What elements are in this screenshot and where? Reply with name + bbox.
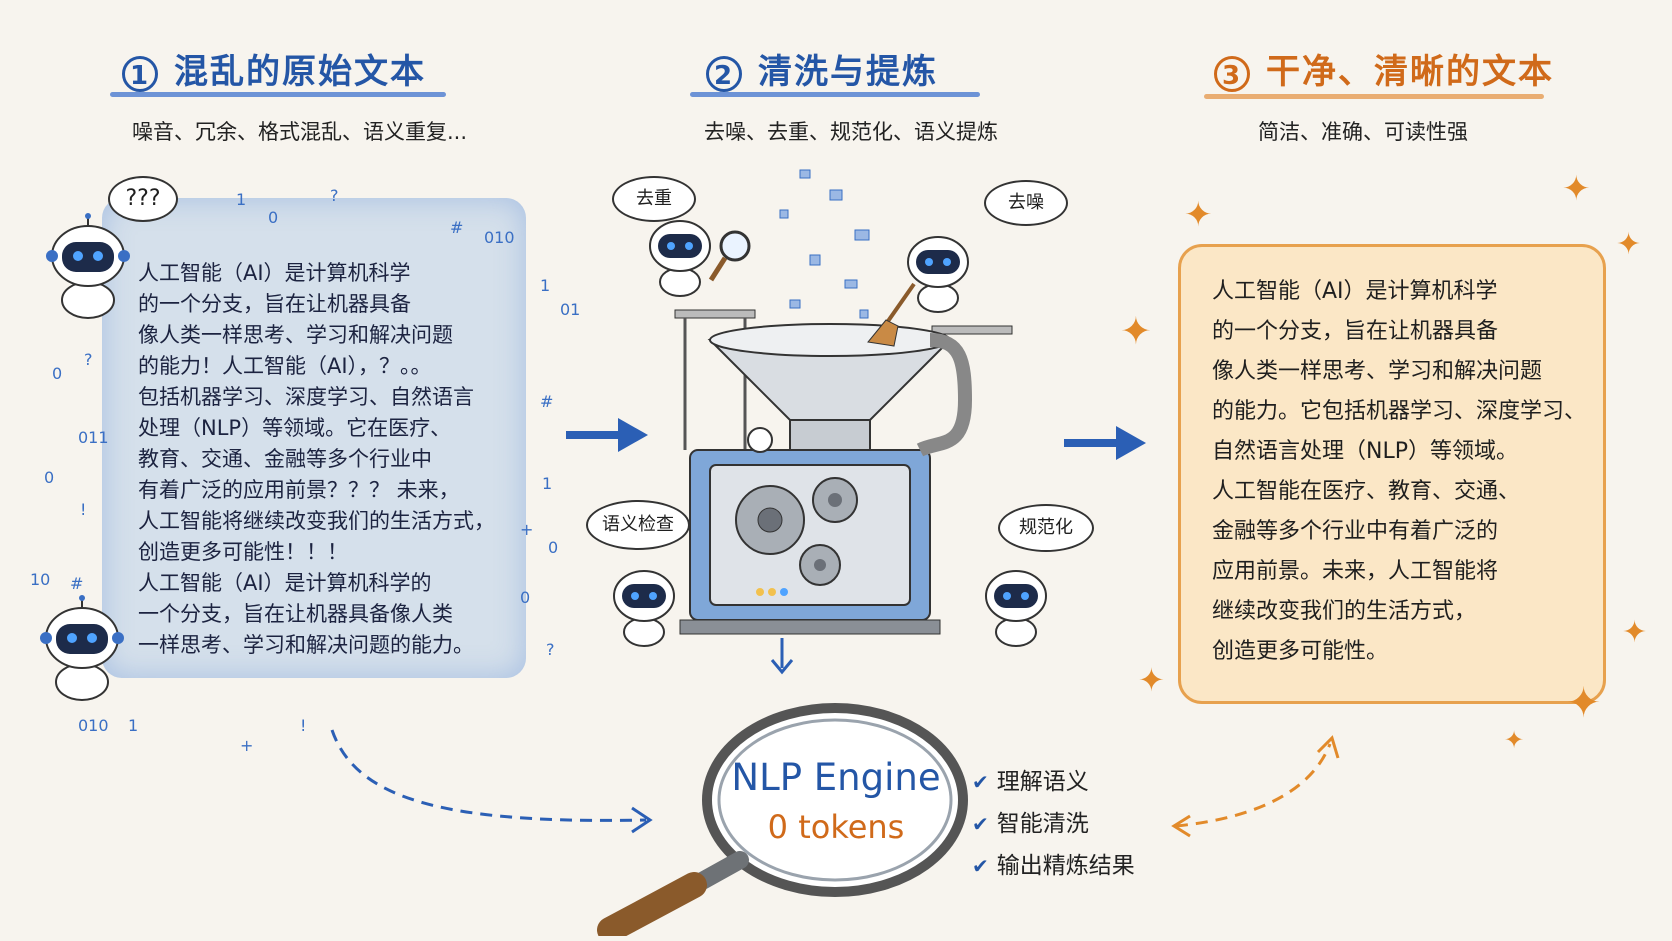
scatter-symbol: 1: [128, 716, 139, 735]
checkmark-icon: ✔: [972, 812, 989, 836]
scatter-symbol: !: [300, 716, 307, 735]
broom-icon: [867, 282, 916, 347]
scatter-symbol: 1: [542, 474, 553, 493]
step-2-title: 2 清洗与提炼: [706, 44, 938, 93]
sparkle-icon: ✦: [1120, 309, 1152, 353]
bubble-denoise: 去噪: [984, 180, 1068, 226]
scatter-symbol: 01: [560, 300, 581, 319]
scatter-symbol: 0: [520, 588, 531, 607]
scatter-symbol: 0: [52, 364, 63, 383]
scatter-symbol: ?: [330, 186, 339, 205]
scatter-symbol: 10: [30, 570, 51, 589]
feature-item: ✔ 输出精炼结果: [972, 846, 1135, 880]
scatter-symbol: 1: [236, 190, 247, 209]
feature-item: ✔ 智能清洗: [972, 804, 1089, 838]
scatter-symbol: #: [450, 218, 464, 237]
robot-normalize-icon: [985, 570, 1047, 647]
step-3-number: 3: [1214, 55, 1250, 92]
step-1-underline: [110, 92, 446, 97]
clean-text: 人工智能（AI）是计算机科学 的一个分支，旨在让机器具备 像人类一样思考、学习和…: [1212, 279, 1587, 664]
sparkle-icon: ✦: [1616, 227, 1642, 262]
step-2-number: 2: [706, 55, 742, 92]
scatter-symbol: 010: [78, 716, 109, 735]
step-1-title: 1 混乱的原始文本: [122, 44, 426, 93]
step-1-title-text: 混乱的原始文本: [174, 52, 426, 92]
robot-denoise-icon: [907, 236, 969, 313]
sparkle-icon: ✦: [1138, 661, 1165, 699]
clean-text-panel: [1178, 244, 1606, 704]
scatter-symbol: 011: [78, 428, 109, 447]
scatter-symbol: 1: [540, 276, 551, 295]
sad-robot-icon: [40, 595, 124, 701]
messy-text-panel: [102, 198, 526, 678]
engine-tokens: 0 tokens: [767, 808, 905, 846]
confused-bubble: ???: [108, 176, 178, 222]
step-3-subtitle: 简洁、准确、可读性强: [1258, 120, 1468, 144]
dashed-arrow-to-clean: [1171, 735, 1340, 838]
sparkle-icon: ✦: [1622, 615, 1648, 650]
feature-label: 理解语义: [996, 769, 1089, 795]
scatter-symbol: ?: [546, 640, 555, 659]
scatter-symbol: #: [540, 392, 554, 411]
step-1-number: 1: [122, 55, 158, 92]
cleaning-machine: [674, 169, 1013, 675]
messy-text: 人工智能（AI）是计算机科学 的一个分支，旨在让机器具备 像人类一样思考、学习和…: [138, 261, 495, 657]
scatter-symbol: ?: [84, 350, 93, 369]
bubble-semantic-check: 语义检查: [586, 500, 690, 550]
scatter-symbol: +: [520, 520, 534, 539]
step-2-subtitle: 去噪、去重、规范化、语义提炼: [704, 120, 998, 144]
scatter-symbol: +: [240, 736, 254, 755]
scatter-symbol: 0: [548, 538, 559, 557]
step-2-title-text: 清洗与提炼: [758, 52, 938, 92]
step-1-subtitle: 噪音、冗余、格式混乱、语义重复...: [132, 120, 468, 144]
sparkle-icon: ✦: [1566, 678, 1602, 727]
robot-semantic-check-icon: [613, 570, 675, 647]
step-3-title: 3 干净、清晰的文本: [1214, 44, 1554, 93]
sparkle-icon: ✦: [1504, 726, 1525, 754]
feature-label: 智能清洗: [996, 811, 1089, 837]
step-2-underline: [690, 92, 980, 97]
dashed-arrow-to-engine: [330, 729, 653, 834]
scatter-symbol: #: [70, 574, 84, 593]
arrow-right-icon-2: [1064, 426, 1146, 460]
magnifier-icon: [708, 230, 751, 282]
sparkle-icon: ✦: [1184, 195, 1213, 235]
feature-item: ✔ 理解语义: [972, 762, 1089, 796]
robot-dedupe-icon: [649, 220, 711, 297]
scatter-symbol: 010: [484, 228, 515, 247]
step-3-title-text: 干净、清晰的文本: [1266, 52, 1554, 92]
confused-robot-icon: [46, 213, 130, 319]
scatter-symbol: 0: [44, 468, 55, 487]
scatter-symbol: 0: [268, 208, 279, 227]
scatter-symbol: !: [80, 500, 87, 519]
feature-label: 输出精炼结果: [996, 853, 1135, 879]
checkmark-icon: ✔: [972, 854, 989, 878]
sparkle-icon: ✦: [1562, 169, 1591, 209]
bubble-normalize: 规范化: [998, 504, 1094, 552]
step-3-underline: [1204, 94, 1544, 99]
arrow-right-icon: [566, 418, 648, 452]
engine-title: NLP Engine: [731, 756, 941, 799]
checkmark-icon: ✔: [972, 770, 989, 794]
magnifying-glass-icon: [597, 703, 968, 936]
bubble-dedupe: 去重: [612, 176, 696, 222]
